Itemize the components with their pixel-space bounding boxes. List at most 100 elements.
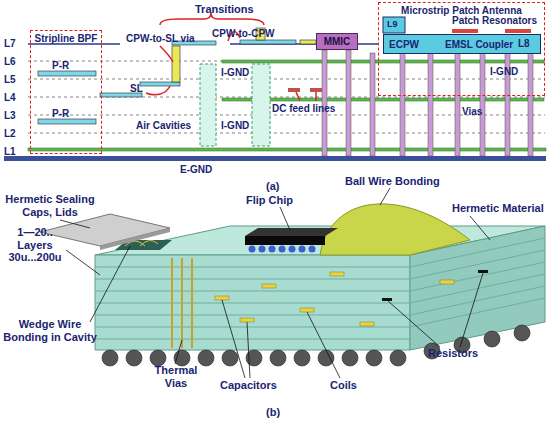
layer-label: L2 xyxy=(4,128,16,140)
air-cavity xyxy=(200,64,216,146)
via xyxy=(480,53,485,156)
cpw-line xyxy=(240,40,296,44)
conductor xyxy=(360,322,374,326)
solder-ball xyxy=(514,325,530,341)
ground-label: I-GND xyxy=(221,67,249,79)
lid xyxy=(40,214,170,246)
part-label: Ball Wire Bonding xyxy=(345,175,440,188)
node-text: EMSL Coupler xyxy=(445,39,513,50)
mmic-chip: MMIC xyxy=(316,33,358,50)
layer-label: L5 xyxy=(4,74,16,86)
filter-region: Stripline BPF xyxy=(30,30,102,154)
leader-line xyxy=(160,46,173,62)
part-label: P-R xyxy=(52,60,69,72)
part-label: Capacitors xyxy=(220,379,277,392)
leader-line xyxy=(175,340,182,364)
part-label: Thermal Vias xyxy=(148,364,204,389)
thermal-vias xyxy=(172,258,192,348)
part-label: 1—20.. Layers 30u...200u xyxy=(2,226,68,264)
ground-label: I-GND xyxy=(490,66,518,78)
bump xyxy=(259,246,266,253)
ground-plane xyxy=(222,60,544,63)
leaders-b xyxy=(60,188,490,378)
leader-line xyxy=(90,246,130,322)
layer-line xyxy=(95,327,410,328)
via xyxy=(528,53,533,156)
ball-bond-dome xyxy=(320,204,470,255)
bond-pad xyxy=(300,40,316,44)
part-label: CPW-to-CPW xyxy=(212,28,275,40)
bump xyxy=(279,246,286,253)
resonators xyxy=(38,71,96,124)
patch-resonator xyxy=(505,29,531,33)
via xyxy=(370,53,375,156)
conductor xyxy=(440,280,454,284)
transition-lines xyxy=(100,28,316,97)
lid-edge xyxy=(100,228,170,250)
ground-label: I-GND xyxy=(221,120,249,132)
leader-line xyxy=(66,250,100,275)
layer-line xyxy=(95,291,410,292)
layer-label: L9 xyxy=(387,19,398,29)
part-label: Patch Resonators xyxy=(452,15,537,27)
layer-line xyxy=(95,315,410,316)
layer-line xyxy=(410,274,545,303)
solder-balls xyxy=(102,325,530,366)
layer-line xyxy=(95,303,410,304)
stripline xyxy=(140,82,180,86)
leader-line xyxy=(380,188,390,205)
layer-line xyxy=(95,279,410,280)
part-label: Coils xyxy=(330,379,357,392)
node-text: ECPW xyxy=(389,39,419,50)
leader-line xyxy=(146,86,170,95)
bump xyxy=(299,246,306,253)
slab-front xyxy=(95,255,410,350)
solder-ball xyxy=(198,350,214,366)
via xyxy=(346,50,351,156)
resistor xyxy=(382,298,392,301)
dc-feed xyxy=(288,88,322,92)
vias xyxy=(322,50,533,156)
layer-line xyxy=(28,133,545,134)
layer-line xyxy=(410,262,545,291)
transition-via xyxy=(172,46,180,82)
leader-line xyxy=(296,92,316,101)
via xyxy=(455,53,460,156)
layer-label: L4 xyxy=(4,92,16,104)
package xyxy=(40,204,545,366)
conductor xyxy=(330,272,344,276)
layer-line xyxy=(95,339,410,340)
chip-top xyxy=(245,228,338,236)
bump xyxy=(249,246,256,253)
solder-ball xyxy=(484,331,500,347)
resonator-bar xyxy=(38,119,96,124)
part-label: Hermetic Material xyxy=(452,202,544,215)
ground-planes xyxy=(4,60,546,161)
part-label: Flip Chip xyxy=(246,194,293,207)
part-label: Air Cavities xyxy=(136,120,191,132)
leader-line xyxy=(60,220,90,228)
feed-line xyxy=(310,88,322,92)
leaders-a xyxy=(146,13,316,101)
conductor xyxy=(262,284,276,288)
bumps xyxy=(249,246,316,253)
layer-label: L8 xyxy=(518,38,530,50)
via xyxy=(400,53,405,156)
layer-label: L3 xyxy=(4,110,16,122)
part-label: Vias xyxy=(462,106,482,118)
leader-line xyxy=(470,216,490,240)
external-ground xyxy=(4,156,546,161)
leader-line xyxy=(280,207,290,230)
solder-ball xyxy=(126,350,142,366)
embedded-parts xyxy=(215,272,454,326)
bump xyxy=(289,246,296,253)
patch-resonator xyxy=(452,29,478,33)
layer-lines xyxy=(28,44,545,133)
panel-label: (a) xyxy=(266,180,279,193)
thermal-via xyxy=(181,258,183,348)
part-label: CPW-to-SL via xyxy=(126,33,195,45)
panel-label: (b) xyxy=(266,406,280,419)
solder-ball xyxy=(222,350,238,366)
solder-ball xyxy=(390,350,406,366)
leader-line xyxy=(247,322,250,378)
